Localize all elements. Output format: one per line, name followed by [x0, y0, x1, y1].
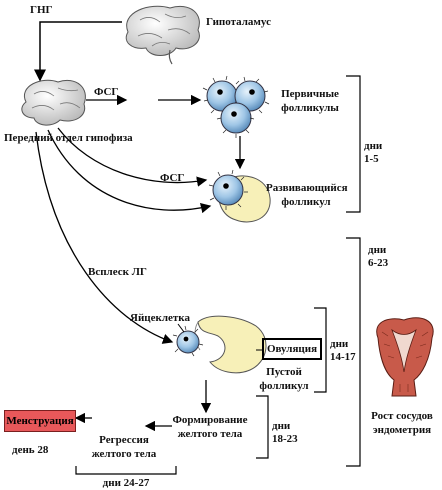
days-14-17-label-a: дни: [330, 338, 349, 350]
bracket-days-6-23: [346, 237, 361, 467]
days-1-5-label-a: дни: [364, 140, 383, 152]
days-18-23-label-b: 18-23: [272, 433, 298, 445]
lh-surge-arrow: [35, 131, 174, 344]
pituitary-to-developing-arrow-2: [47, 129, 212, 214]
empty-follicle-label-2: фолликул: [259, 380, 309, 392]
endometrium-vessels-label-2: эндометрия: [372, 424, 432, 436]
regression-label-2: желтого тела: [91, 448, 157, 460]
ovum-label: Яйцеклетка: [130, 312, 190, 324]
fsh-bottom-label: ФСГ: [160, 172, 185, 184]
pituitary-brain-icon: [21, 79, 86, 126]
bracket-days-1-5: [346, 75, 361, 213]
gnrh-arrow: [34, 21, 122, 82]
uterus-endometrium-icon: [376, 317, 434, 397]
ovulation-label: Овуляция: [266, 343, 318, 355]
hypothalamus-brain-icon: [125, 5, 200, 65]
ovulation-box: Овуляция: [262, 338, 322, 360]
endometrium-vessels-label-1: Рост сосудов: [371, 410, 433, 422]
hypothalamus-label: Гипоталамус: [206, 16, 271, 28]
days-14-17-label-b: 14-17: [330, 351, 356, 363]
ovulating-follicle-icon: [172, 315, 267, 374]
menstruation-box: Менструация: [4, 410, 76, 432]
pituitary-label: Передний отдел гипофиза: [4, 132, 133, 144]
corpus-luteum-formation-label-1: Формирование: [172, 414, 248, 426]
lh-surge-label: Всплеск ЛГ: [88, 266, 147, 278]
developing-follicle-label-1: Развивающийся: [266, 182, 348, 194]
primary-follicles-label-2: фолликулы: [281, 102, 339, 114]
day-28-label: день 28: [12, 444, 49, 456]
gng-label: ГНГ: [30, 4, 53, 16]
menstruation-label: Менструация: [6, 415, 74, 427]
days-6-23-label-a: дни: [368, 244, 387, 256]
developing-follicle-icon: [208, 169, 271, 223]
pituitary-to-developing-arrow-1: [57, 127, 208, 187]
developing-follicle-label-2: фолликул: [281, 196, 331, 208]
bracket-days-14-17: [314, 307, 327, 393]
bracket-days-18-23: [256, 395, 269, 459]
days-18-23-label-a: дни: [272, 420, 291, 432]
days-24-27-label: дни 24-27: [102, 477, 150, 489]
bracket-days-24-27: [75, 466, 177, 475]
regression-label-1: Регрессия: [99, 434, 149, 446]
primary-follicles-icon: [202, 75, 270, 138]
empty-follicle-label-1: Пустой: [266, 366, 302, 378]
fsh-top-label: ФСГ: [94, 86, 119, 98]
days-1-5-label-b: 1-5: [364, 153, 379, 165]
corpus-luteum-formation-label-2: желтого тела: [177, 428, 243, 440]
primary-follicles-label-1: Первичные: [281, 88, 339, 100]
days-6-23-label-b: 6-23: [368, 257, 389, 269]
